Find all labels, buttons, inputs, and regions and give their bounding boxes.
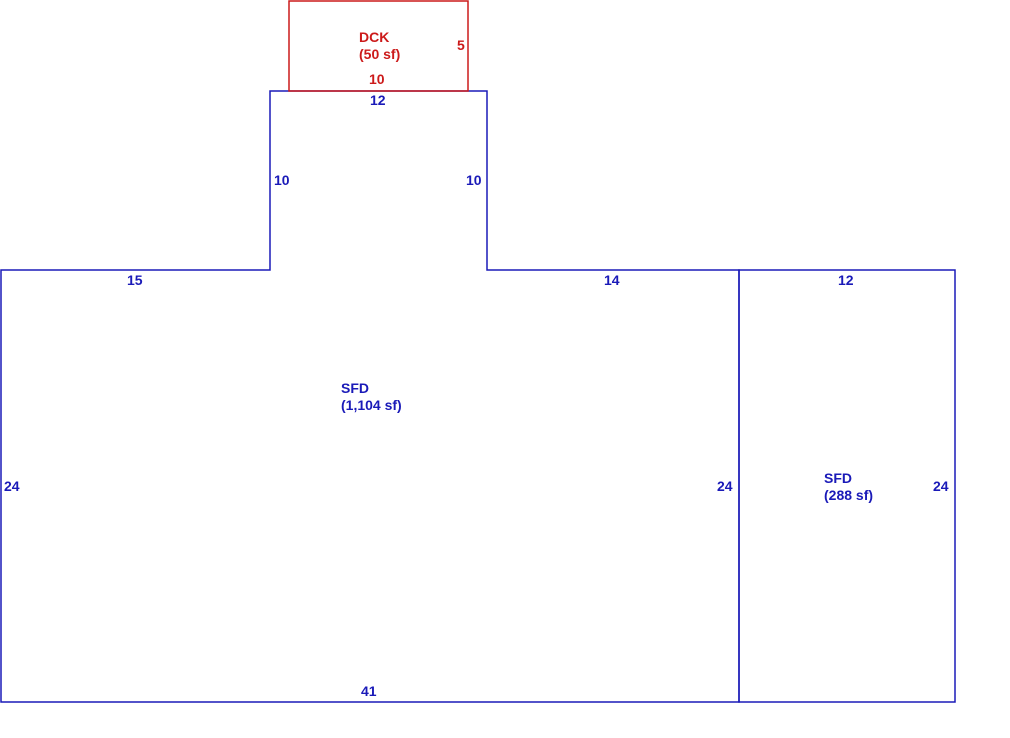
deck-name: DCK xyxy=(359,29,389,45)
deck-area: (50 sf) xyxy=(359,46,400,62)
side-dim-top: 12 xyxy=(838,272,854,288)
deck-outline xyxy=(288,0,469,92)
main-dim-top-right: 14 xyxy=(604,272,620,288)
main-dim-bump-right: 10 xyxy=(466,172,482,188)
main-sfd-name: SFD xyxy=(341,380,369,396)
main-sfd-area: (1,104 sf) xyxy=(341,397,402,413)
main-dim-top-bump: 12 xyxy=(370,92,386,108)
side-dim-right: 24 xyxy=(933,478,949,494)
side-sfd-name: SFD xyxy=(824,470,852,486)
main-dim-right: 24 xyxy=(717,478,733,494)
main-dim-top-left: 15 xyxy=(127,272,143,288)
side-sfd-area: (288 sf) xyxy=(824,487,873,503)
main-dim-bump-left: 10 xyxy=(274,172,290,188)
main-dim-bottom: 41 xyxy=(361,683,377,699)
side-sfd-outline xyxy=(738,269,956,703)
deck-dim-top: 10 xyxy=(369,71,385,87)
deck-dim-side: 5 xyxy=(457,37,465,53)
main-dim-left: 24 xyxy=(4,478,20,494)
